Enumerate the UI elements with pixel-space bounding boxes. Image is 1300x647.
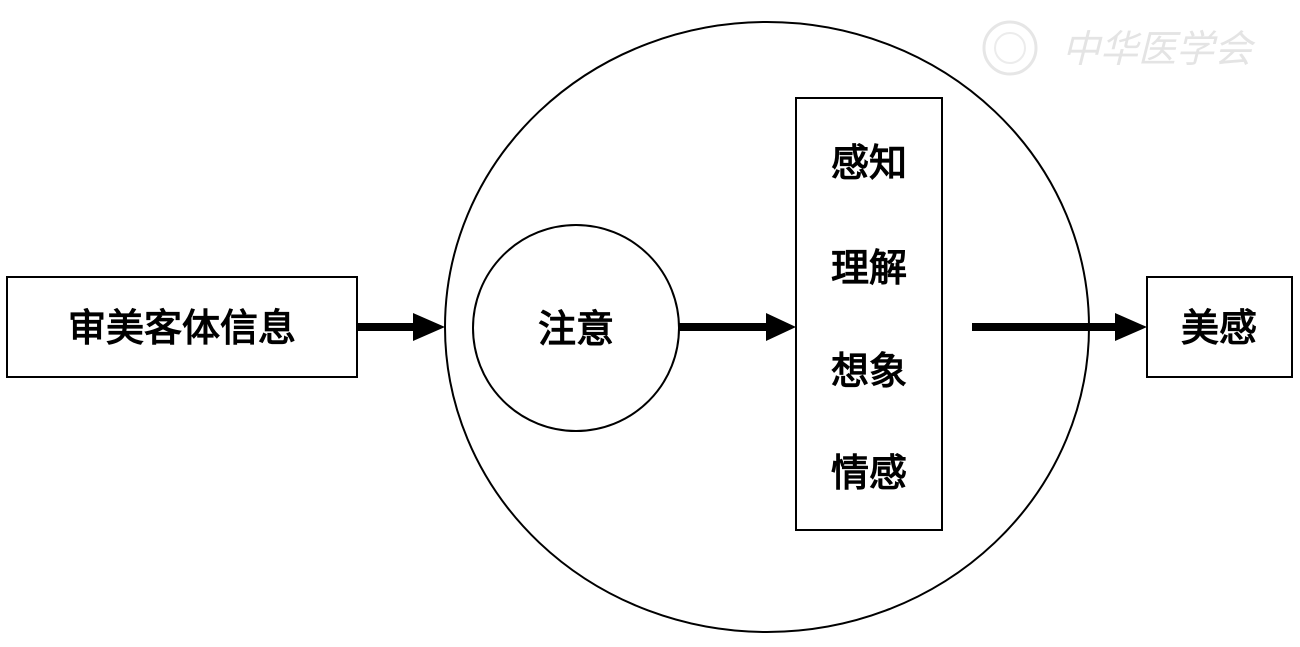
process-label: 理解 bbox=[831, 245, 907, 290]
input-label: 审美客体信息 bbox=[68, 305, 296, 350]
attention-label: 注意 bbox=[538, 306, 614, 351]
process-label: 想象 bbox=[831, 348, 907, 393]
arrow-input-to-attention bbox=[357, 313, 445, 341]
process-label: 情感 bbox=[831, 450, 907, 495]
output-box bbox=[1146, 276, 1293, 378]
arrow-attention-to-processes bbox=[679, 313, 796, 341]
input-box bbox=[6, 276, 358, 378]
arrow-processes-to-output bbox=[972, 313, 1147, 341]
processes-box bbox=[795, 97, 943, 531]
watermark-text: 中华医学会 bbox=[1062, 27, 1256, 71]
output-label: 美感 bbox=[1181, 305, 1257, 350]
process-label: 感知 bbox=[831, 140, 907, 185]
watermark-logo: 中华医学会 bbox=[982, 20, 1256, 76]
